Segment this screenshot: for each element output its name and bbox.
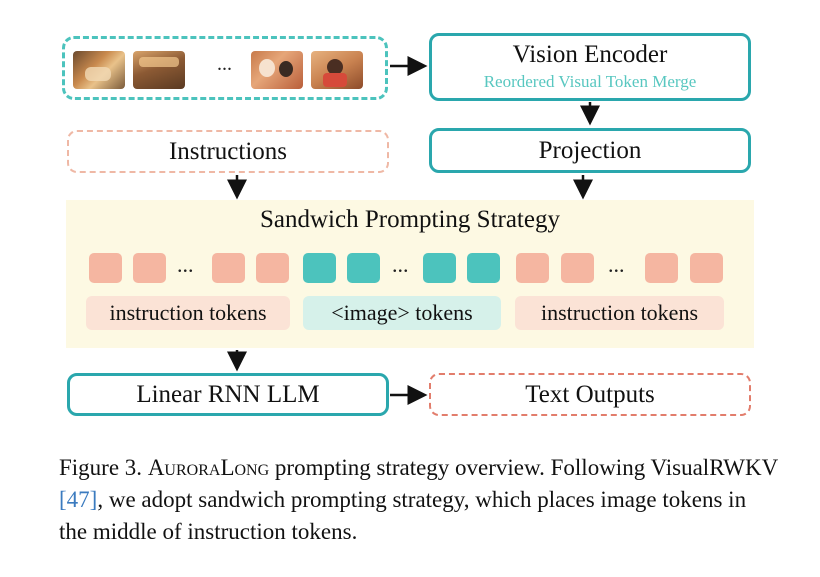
image-token	[347, 253, 380, 283]
video-frame-3	[251, 51, 303, 89]
left-instruction-tokens-label: instruction tokens	[86, 296, 290, 330]
image-token	[303, 253, 336, 283]
video-frame-2	[133, 51, 185, 89]
projection-label: Projection	[538, 136, 642, 164]
vision-encoder-title: Vision Encoder	[512, 41, 668, 68]
instruction-token	[212, 253, 245, 283]
caption-text-part2: , we adopt sandwich prompting strategy, …	[59, 487, 747, 544]
left-instruction-tokens-text: instruction tokens	[109, 300, 267, 325]
right-instruction-tokens-text: instruction tokens	[540, 300, 699, 325]
vision-encoder-subtitle: Reordered Visual Token Merge	[483, 72, 697, 91]
image-tokens-label: <image> tokens	[303, 296, 501, 330]
instruction-token	[561, 253, 594, 283]
figure-caption: Figure 3. AuroraLong prompting strategy …	[59, 452, 779, 548]
instruction-token	[133, 253, 166, 283]
token-ellipsis: ...	[392, 252, 409, 277]
projection-box: Projection	[429, 128, 751, 173]
instruction-token	[645, 253, 678, 283]
outputs-label: Text Outputs	[525, 380, 655, 408]
image-token	[423, 253, 456, 283]
instruction-token	[256, 253, 289, 283]
token-ellipsis: ...	[177, 252, 194, 277]
caption-text-part1: prompting strategy overview. Following V…	[269, 455, 778, 480]
caption-reference-link[interactable]: [47]	[59, 487, 98, 512]
frames-ellipsis: ...	[217, 53, 232, 75]
caption-model-name-a: Aurora	[147, 455, 221, 480]
caption-prefix: Figure 3.	[59, 455, 148, 480]
instructions-box: Instructions	[67, 130, 389, 173]
instruction-token	[690, 253, 723, 283]
image-token	[467, 253, 500, 283]
video-frames-group: ...	[62, 36, 388, 100]
vision-encoder-box: Vision Encoder Reordered Visual Token Me…	[429, 33, 751, 101]
linear-rnn-llm-box: Linear RNN LLM	[67, 373, 389, 416]
video-frame-1	[73, 51, 125, 89]
image-tokens-text: <image> tokens	[331, 300, 473, 325]
llm-label: Linear RNN LLM	[136, 380, 320, 408]
video-frame-4	[311, 51, 363, 89]
right-instruction-tokens-label: instruction tokens	[515, 296, 724, 330]
sandwich-title: Sandwich Prompting Strategy	[260, 206, 560, 233]
caption-model-name-b: Long	[220, 455, 270, 480]
token-ellipsis: ...	[608, 252, 625, 277]
instruction-token	[516, 253, 549, 283]
instruction-token	[89, 253, 122, 283]
instructions-label: Instructions	[168, 137, 288, 165]
text-outputs-box: Text Outputs	[429, 373, 751, 416]
